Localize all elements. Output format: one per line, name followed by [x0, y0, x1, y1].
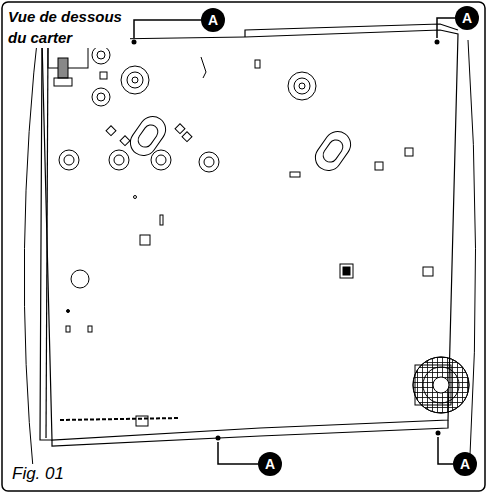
small-fixture	[66, 57, 433, 426]
housing-edge	[468, 40, 476, 455]
callout-circle: A	[453, 452, 477, 476]
callout-circle: A	[201, 8, 225, 32]
callout-letter: A	[265, 457, 275, 471]
callout-letter: A	[208, 13, 218, 27]
access-cover	[125, 111, 355, 175]
callout-circle: A	[455, 6, 479, 30]
housing-edge	[24, 14, 40, 480]
callout-letter: A	[460, 457, 470, 471]
callout-letter: A	[462, 11, 472, 25]
callout-circle: A	[258, 452, 282, 476]
figure-title: Vue de dessous du carter	[8, 6, 130, 48]
fixing-point	[132, 40, 441, 441]
fan-grille	[413, 357, 469, 413]
leader-line	[134, 18, 455, 464]
figure-caption: Fig. 01	[10, 464, 66, 484]
base-plate	[40, 24, 458, 446]
pipe-connection	[59, 46, 316, 288]
